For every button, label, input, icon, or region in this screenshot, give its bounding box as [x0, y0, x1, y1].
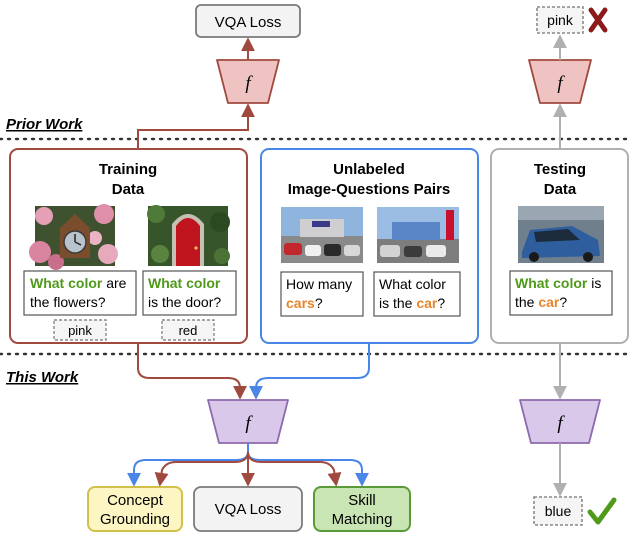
arrow-f-to-concept-brown [154, 451, 249, 487]
testing-q-highlight: What color [515, 275, 588, 291]
car-dealership-photo-2 [377, 207, 459, 263]
testing-q-highlight-2: car [538, 294, 560, 310]
flowers-clock-photo [29, 204, 118, 270]
training-label-1: pink [68, 323, 92, 338]
top-f-label-left: f [245, 73, 253, 94]
skill-matching-line2: Matching [332, 511, 393, 528]
prior-work-label: Prior Work [6, 116, 83, 133]
top-prediction-label: pink [547, 12, 574, 28]
unlabeled-q1-highlight: cars [286, 295, 315, 311]
arrow-training-to-top-f [137, 103, 255, 149]
arrow-f-to-skill-brown [247, 451, 342, 487]
bottom-f-model-left [207, 399, 289, 444]
unlabeled-question-1: How many [286, 276, 352, 292]
arrow-training-to-bottom-f [137, 343, 247, 400]
bottom-vqa-loss-box [193, 486, 303, 532]
training-title-line2: Data [112, 181, 145, 198]
unlabeled-question-2-line2: is the car? [379, 295, 445, 311]
top-vqa-loss-box [195, 4, 301, 38]
red-door-photo [147, 205, 230, 266]
parking-lot-photo-1 [281, 207, 363, 263]
training-q1-highlight: What color [30, 275, 103, 291]
checkmark-icon [587, 497, 617, 525]
blue-car-photo [518, 206, 604, 263]
skill-matching-line1: Skill [348, 492, 376, 509]
top-f-label-right: f [557, 73, 565, 94]
testing-title-line1: Testing [534, 161, 586, 178]
concept-grounding-line2: Grounding [100, 511, 170, 528]
testing-q-pre: the [515, 294, 538, 310]
skill-matching-box [313, 486, 411, 532]
bottom-prediction-label: blue [545, 503, 572, 519]
testing-q-end: ? [559, 294, 567, 310]
training-question-2: What color [148, 275, 221, 291]
bottom-f-label-right: f [557, 413, 565, 434]
unlabeled-title-line2: Image-Questions Pairs [288, 181, 451, 198]
testing-question-box [509, 270, 613, 316]
this-work-label: This Work [6, 369, 79, 386]
training-question-2-line2: is the door? [148, 294, 221, 310]
unlabeled-question-box-1 [280, 271, 364, 317]
testing-q-rest: is [587, 275, 601, 291]
top-vqa-loss-label: VQA Loss [215, 14, 282, 31]
top-f-model-left [216, 59, 280, 104]
unlabeled-question-box-2 [373, 271, 461, 317]
unlabeled-title-line1: Unlabeled [333, 161, 405, 178]
bottom-f-model-right [519, 399, 601, 444]
top-prediction-box [536, 6, 584, 34]
training-question-box-2 [142, 270, 237, 316]
unlabeled-question-2: What color [379, 276, 446, 292]
testing-title-line2: Data [544, 181, 577, 198]
training-question-1-line2: the flowers? [30, 294, 106, 310]
bottom-vqa-loss-label: VQA Loss [215, 501, 282, 518]
training-label-2: red [179, 323, 198, 338]
training-label-box-2 [161, 319, 215, 341]
training-q1-rest: are [102, 275, 126, 291]
unlabeled-q2-highlight: car [416, 295, 438, 311]
unlabeled-q2-pre: is the [379, 295, 416, 311]
arrow-unlabeled-to-bottom-f [249, 343, 370, 400]
arrow-f-to-skill-matching [247, 443, 369, 487]
training-question-box-1 [23, 270, 137, 316]
testing-question: What color is [515, 275, 601, 291]
training-label-box-1 [53, 319, 107, 341]
unlabeled-q1-end: ? [315, 295, 323, 311]
testing-question-line2: the car? [515, 294, 567, 310]
arrow-f-to-concept-grounding [127, 443, 249, 487]
bottom-f-label-left: f [245, 413, 253, 434]
unlabeled-question-1-line2: cars? [286, 295, 323, 311]
concept-grounding-box [87, 486, 183, 532]
concept-grounding-line1: Concept [107, 492, 164, 509]
cross-icon [588, 7, 608, 33]
bottom-prediction-box [533, 496, 583, 526]
unlabeled-q2-end: ? [437, 295, 445, 311]
top-f-model-right [528, 59, 592, 104]
training-title-line1: Training [99, 161, 157, 178]
training-question-1: What color are [30, 275, 127, 291]
